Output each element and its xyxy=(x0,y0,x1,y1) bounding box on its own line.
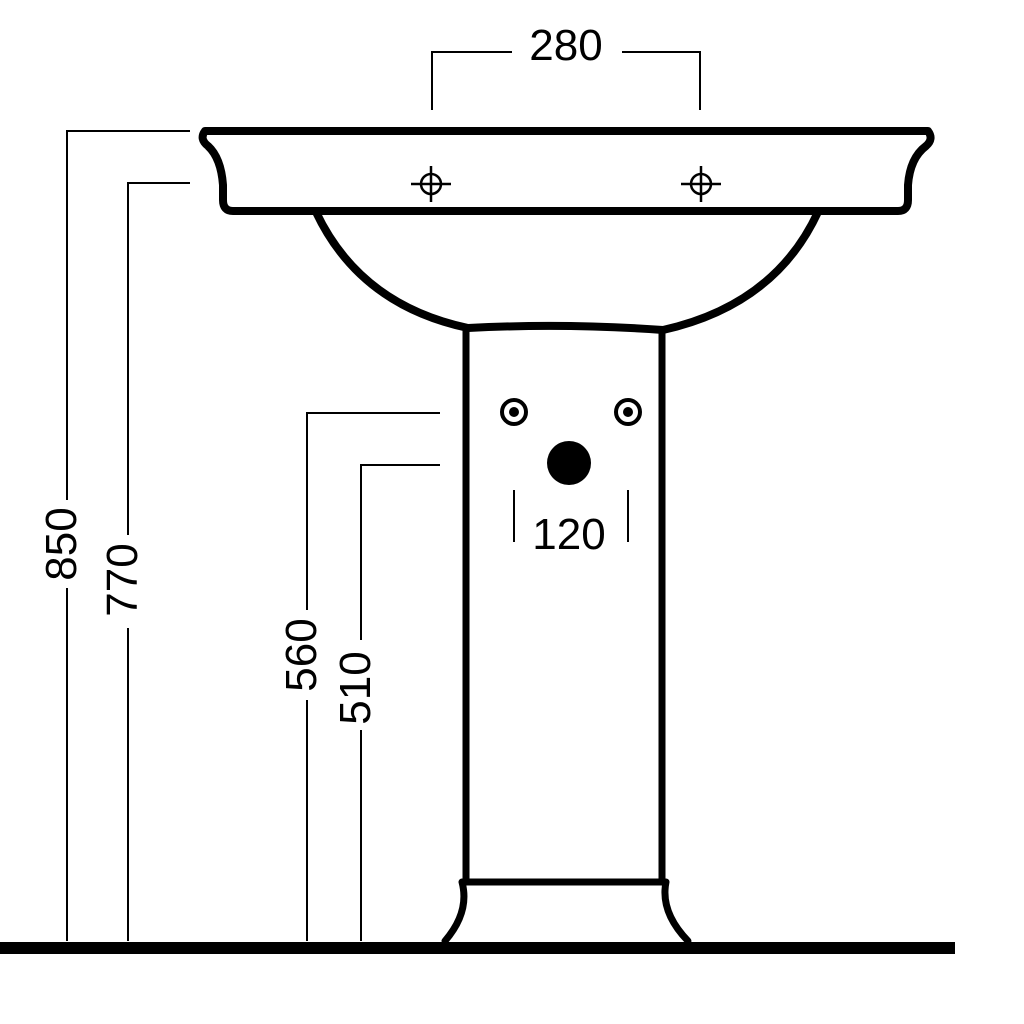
tap-hole-right xyxy=(681,166,721,202)
dimension-label-120: 120 xyxy=(532,510,605,559)
pedestal-foot xyxy=(441,878,692,945)
basin-bowl xyxy=(312,208,822,334)
dimension-waste-height: 510 xyxy=(331,464,440,941)
pedestal-column xyxy=(462,326,666,886)
dimension-label-510: 510 xyxy=(331,651,380,724)
dimension-label-770: 770 xyxy=(98,543,147,616)
dimension-label-280: 280 xyxy=(529,21,602,70)
dimension-overall-height: 850 xyxy=(37,130,190,941)
dimension-label-850: 850 xyxy=(37,507,86,580)
basin-rim xyxy=(198,127,935,215)
dimension-label-560: 560 xyxy=(277,618,326,691)
dimension-supply-spacing: 120 xyxy=(513,490,629,559)
tap-hole-left xyxy=(411,166,451,202)
waste-outlet-icon xyxy=(547,441,591,485)
supply-right-icon xyxy=(614,398,642,426)
dimension-supply-height: 560 xyxy=(277,412,440,941)
dimension-tap-spacing: 280 xyxy=(431,21,701,110)
supply-left-icon xyxy=(500,398,528,426)
dimension-basin-underside: 770 xyxy=(98,182,190,941)
